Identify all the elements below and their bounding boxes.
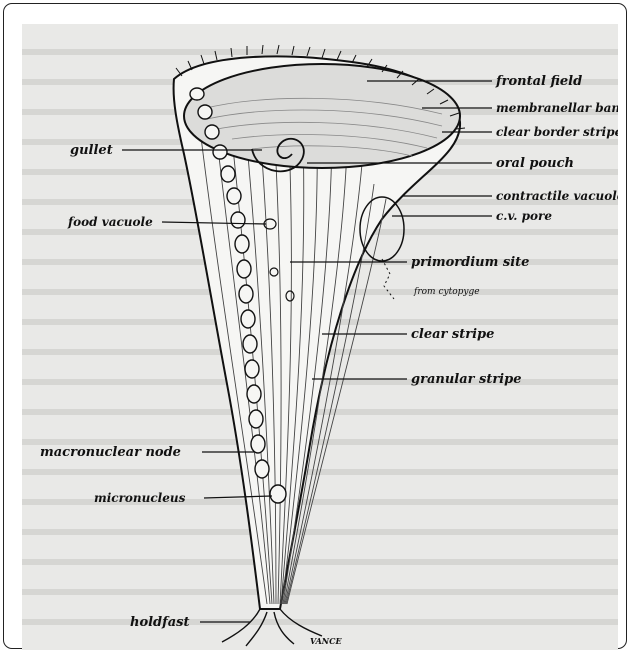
label-cv-pore: c.v. pore [496,209,552,223]
label-micronucleus: micronucleus [94,491,186,505]
label-membranellar-band: membranellar band [496,101,618,115]
label-oral-pouch: oral pouch [496,156,574,171]
label-food-vacuole: food vacuole [67,215,153,229]
label-gullet: gullet [70,143,113,158]
label-clear-border-stripe: clear border stripe [496,125,618,139]
label-granular-stripe: granular stripe [411,372,521,387]
stentor-diagram: frontal field membranellar band clear bo… [22,24,618,650]
label-holdfast: holdfast [130,615,190,630]
label-frontal-field: frontal field [495,74,582,89]
label-primordium-site: primordium site [411,255,529,270]
label-macronuclear-node: macronuclear node [40,445,181,460]
label-from-cytopyge: from cytopyge [413,287,480,297]
label-clear-stripe: clear stripe [411,327,494,342]
holdfast-rhizoids [222,609,322,646]
figure-plate: frontal field membranellar band clear bo… [22,24,618,650]
label-contractile-vacuole: contractile vacuole [496,189,618,203]
figure-frame: frontal field membranellar band clear bo… [3,3,627,649]
artist-signature: VANCE [310,636,342,646]
